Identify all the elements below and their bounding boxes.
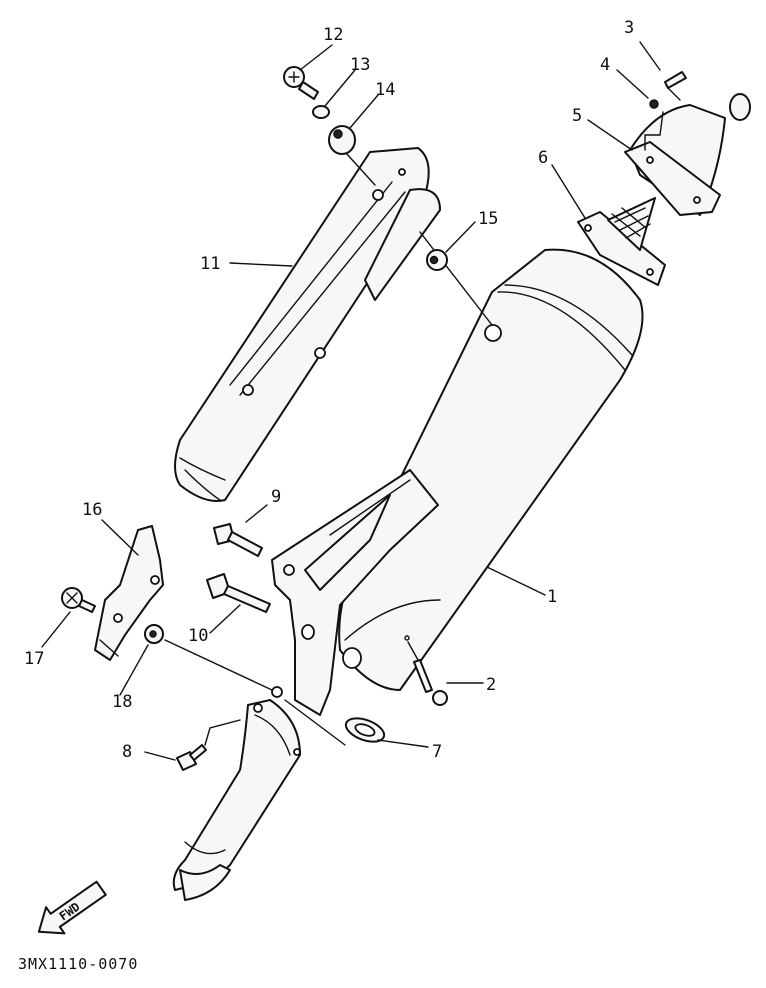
callout-8: 8 <box>122 742 132 762</box>
bolt-10 <box>206 573 271 613</box>
grommet-14 <box>328 125 356 155</box>
callout-15: 15 <box>478 209 498 229</box>
screw-17 <box>61 587 96 613</box>
callout-16: 16 <box>82 500 102 520</box>
callout-6: 6 <box>538 148 548 168</box>
grommet-15 <box>426 249 448 271</box>
callout-11: 11 <box>200 254 220 274</box>
gasket-7 <box>344 717 386 743</box>
callout-5: 5 <box>572 106 582 126</box>
heat-shield <box>174 147 441 502</box>
callout-4: 4 <box>600 55 610 75</box>
exhaust-pipe <box>172 699 301 901</box>
callout-7: 7 <box>432 742 442 762</box>
muffler-bracket <box>271 469 439 716</box>
callout-18: 18 <box>112 692 132 712</box>
stay-16 <box>94 525 164 661</box>
nut-18 <box>144 624 164 644</box>
callout-12: 12 <box>323 25 343 45</box>
muffler-body <box>338 248 644 691</box>
forward-arrow-icon: FWD <box>37 880 107 935</box>
callout-14: 14 <box>375 80 395 100</box>
washer-13 <box>312 105 330 119</box>
callout-10: 10 <box>188 626 208 646</box>
callout-13: 13 <box>350 55 370 75</box>
bolt-8 <box>176 719 241 771</box>
bolt-9 <box>213 523 263 557</box>
callout-9: 9 <box>271 487 281 507</box>
drawing-code: 3MX1110-0070 <box>18 955 139 973</box>
callout-17: 17 <box>24 649 44 669</box>
screw-2 <box>413 659 448 706</box>
screw-12 <box>283 66 319 100</box>
callout-2: 2 <box>486 675 496 695</box>
callout-1: 1 <box>547 587 557 607</box>
gasket-screen <box>577 197 666 286</box>
end-cap <box>624 93 751 216</box>
callout-3: 3 <box>624 18 634 38</box>
